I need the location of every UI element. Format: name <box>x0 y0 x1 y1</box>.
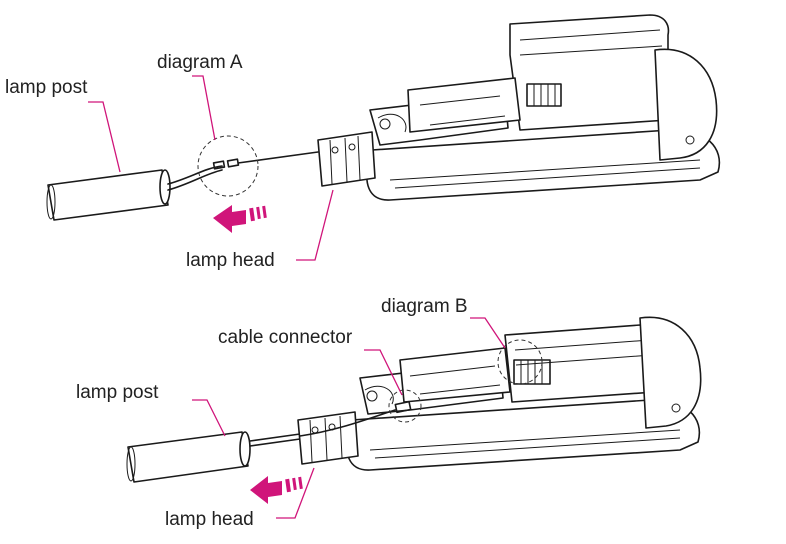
top-diagram-a-label: diagram A <box>157 52 243 73</box>
top-lamp-head-drawing <box>317 14 721 201</box>
diagram-b-callout <box>497 339 543 385</box>
bottom-lamp-head-label: lamp head <box>165 509 254 530</box>
bottom-lamp-head-drawing <box>297 316 702 471</box>
bottom-lamp-post-drawing <box>126 431 251 483</box>
bottom-diagram-b-label: diagram B <box>381 296 468 317</box>
bottom-direction-arrow <box>250 476 303 504</box>
bottom-cable <box>249 433 301 442</box>
cable-connector-callout <box>388 389 422 423</box>
bottom-lamp-post-label: lamp post <box>76 382 159 403</box>
top-lamp-post-label: lamp post <box>5 77 88 98</box>
top-lamp-head-label: lamp head <box>186 250 275 271</box>
top-direction-arrow <box>213 205 267 233</box>
diagram-a-callout <box>197 135 259 197</box>
top-lamp-post-drawing <box>46 169 171 221</box>
top-assembly: lamp post diagram A lamp head <box>5 14 721 271</box>
bottom-assembly: diagram B cable connector lamp post lamp… <box>76 296 702 530</box>
top-cable <box>167 151 319 185</box>
bottom-cable-connector-label: cable connector <box>218 327 353 348</box>
